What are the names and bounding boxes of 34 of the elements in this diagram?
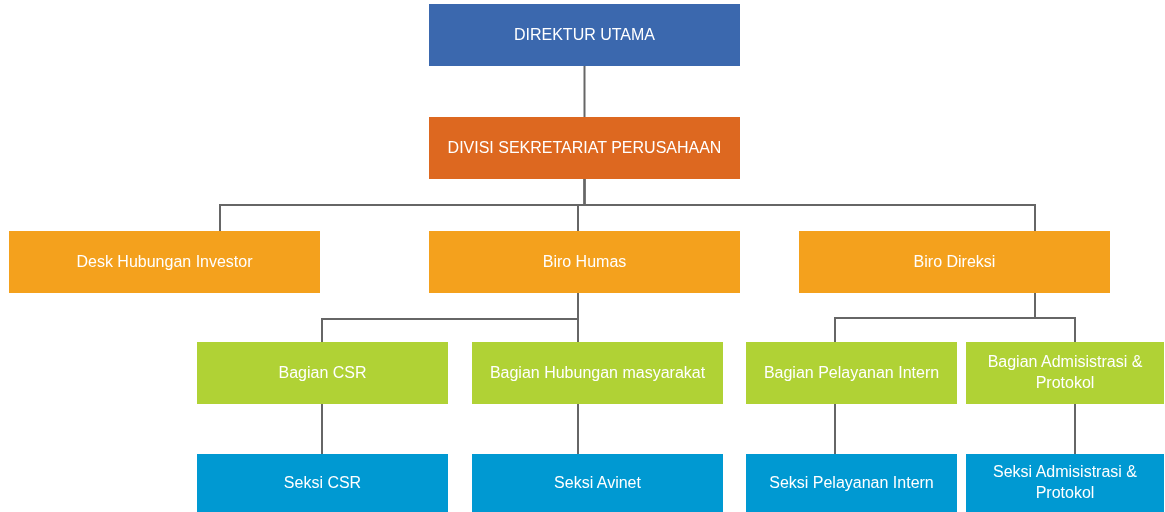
org-unit-box bbox=[429, 231, 740, 293]
unit-name: Seksi Pelayanan Intern bbox=[769, 472, 934, 493]
org-unit-box bbox=[966, 342, 1164, 404]
connector-line bbox=[321, 403, 323, 455]
connector-line bbox=[583, 65, 586, 118]
unit-name: Desk Hubungan Investor bbox=[76, 251, 253, 272]
unit-name: Bagian Admisistrasi & Protokol bbox=[986, 352, 1144, 393]
org-unit-box bbox=[197, 342, 448, 404]
unit-name: Seksi Avinet bbox=[554, 472, 641, 493]
connector-line bbox=[834, 403, 836, 455]
unit-name: Bagian CSR bbox=[278, 362, 367, 383]
unit-name: Biro Direksi bbox=[913, 251, 996, 272]
connector-line bbox=[1074, 403, 1076, 455]
connector-line bbox=[577, 403, 579, 455]
unit-name: Biro Humas bbox=[542, 251, 627, 272]
unit-name: DIVISI SEKRETARIAT PERUSAHAAN bbox=[447, 137, 722, 158]
connector-line bbox=[577, 292, 579, 343]
org-unit-box bbox=[966, 454, 1164, 512]
org-unit-box bbox=[197, 454, 448, 512]
unit-name: DIREKTUR UTAMA bbox=[513, 24, 655, 45]
org-unit-box bbox=[472, 454, 723, 512]
unit-name: Bagian Hubungan masyarakat bbox=[489, 362, 706, 383]
connector-line bbox=[583, 178, 1036, 232]
unit-name: Bagian Pelayanan Intern bbox=[763, 362, 940, 383]
connector-line bbox=[1034, 292, 1076, 343]
org-unit-box bbox=[9, 231, 320, 293]
org-unit-box bbox=[746, 342, 957, 404]
unit-name: Seksi CSR bbox=[283, 472, 362, 493]
org-unit-box bbox=[429, 117, 740, 179]
org-unit-box bbox=[746, 454, 957, 512]
org-unit-box bbox=[429, 4, 740, 66]
unit-name: Seksi Admisistrasi & Protokol bbox=[991, 462, 1138, 503]
org-unit-box bbox=[799, 231, 1110, 293]
org-unit-box bbox=[472, 342, 723, 404]
